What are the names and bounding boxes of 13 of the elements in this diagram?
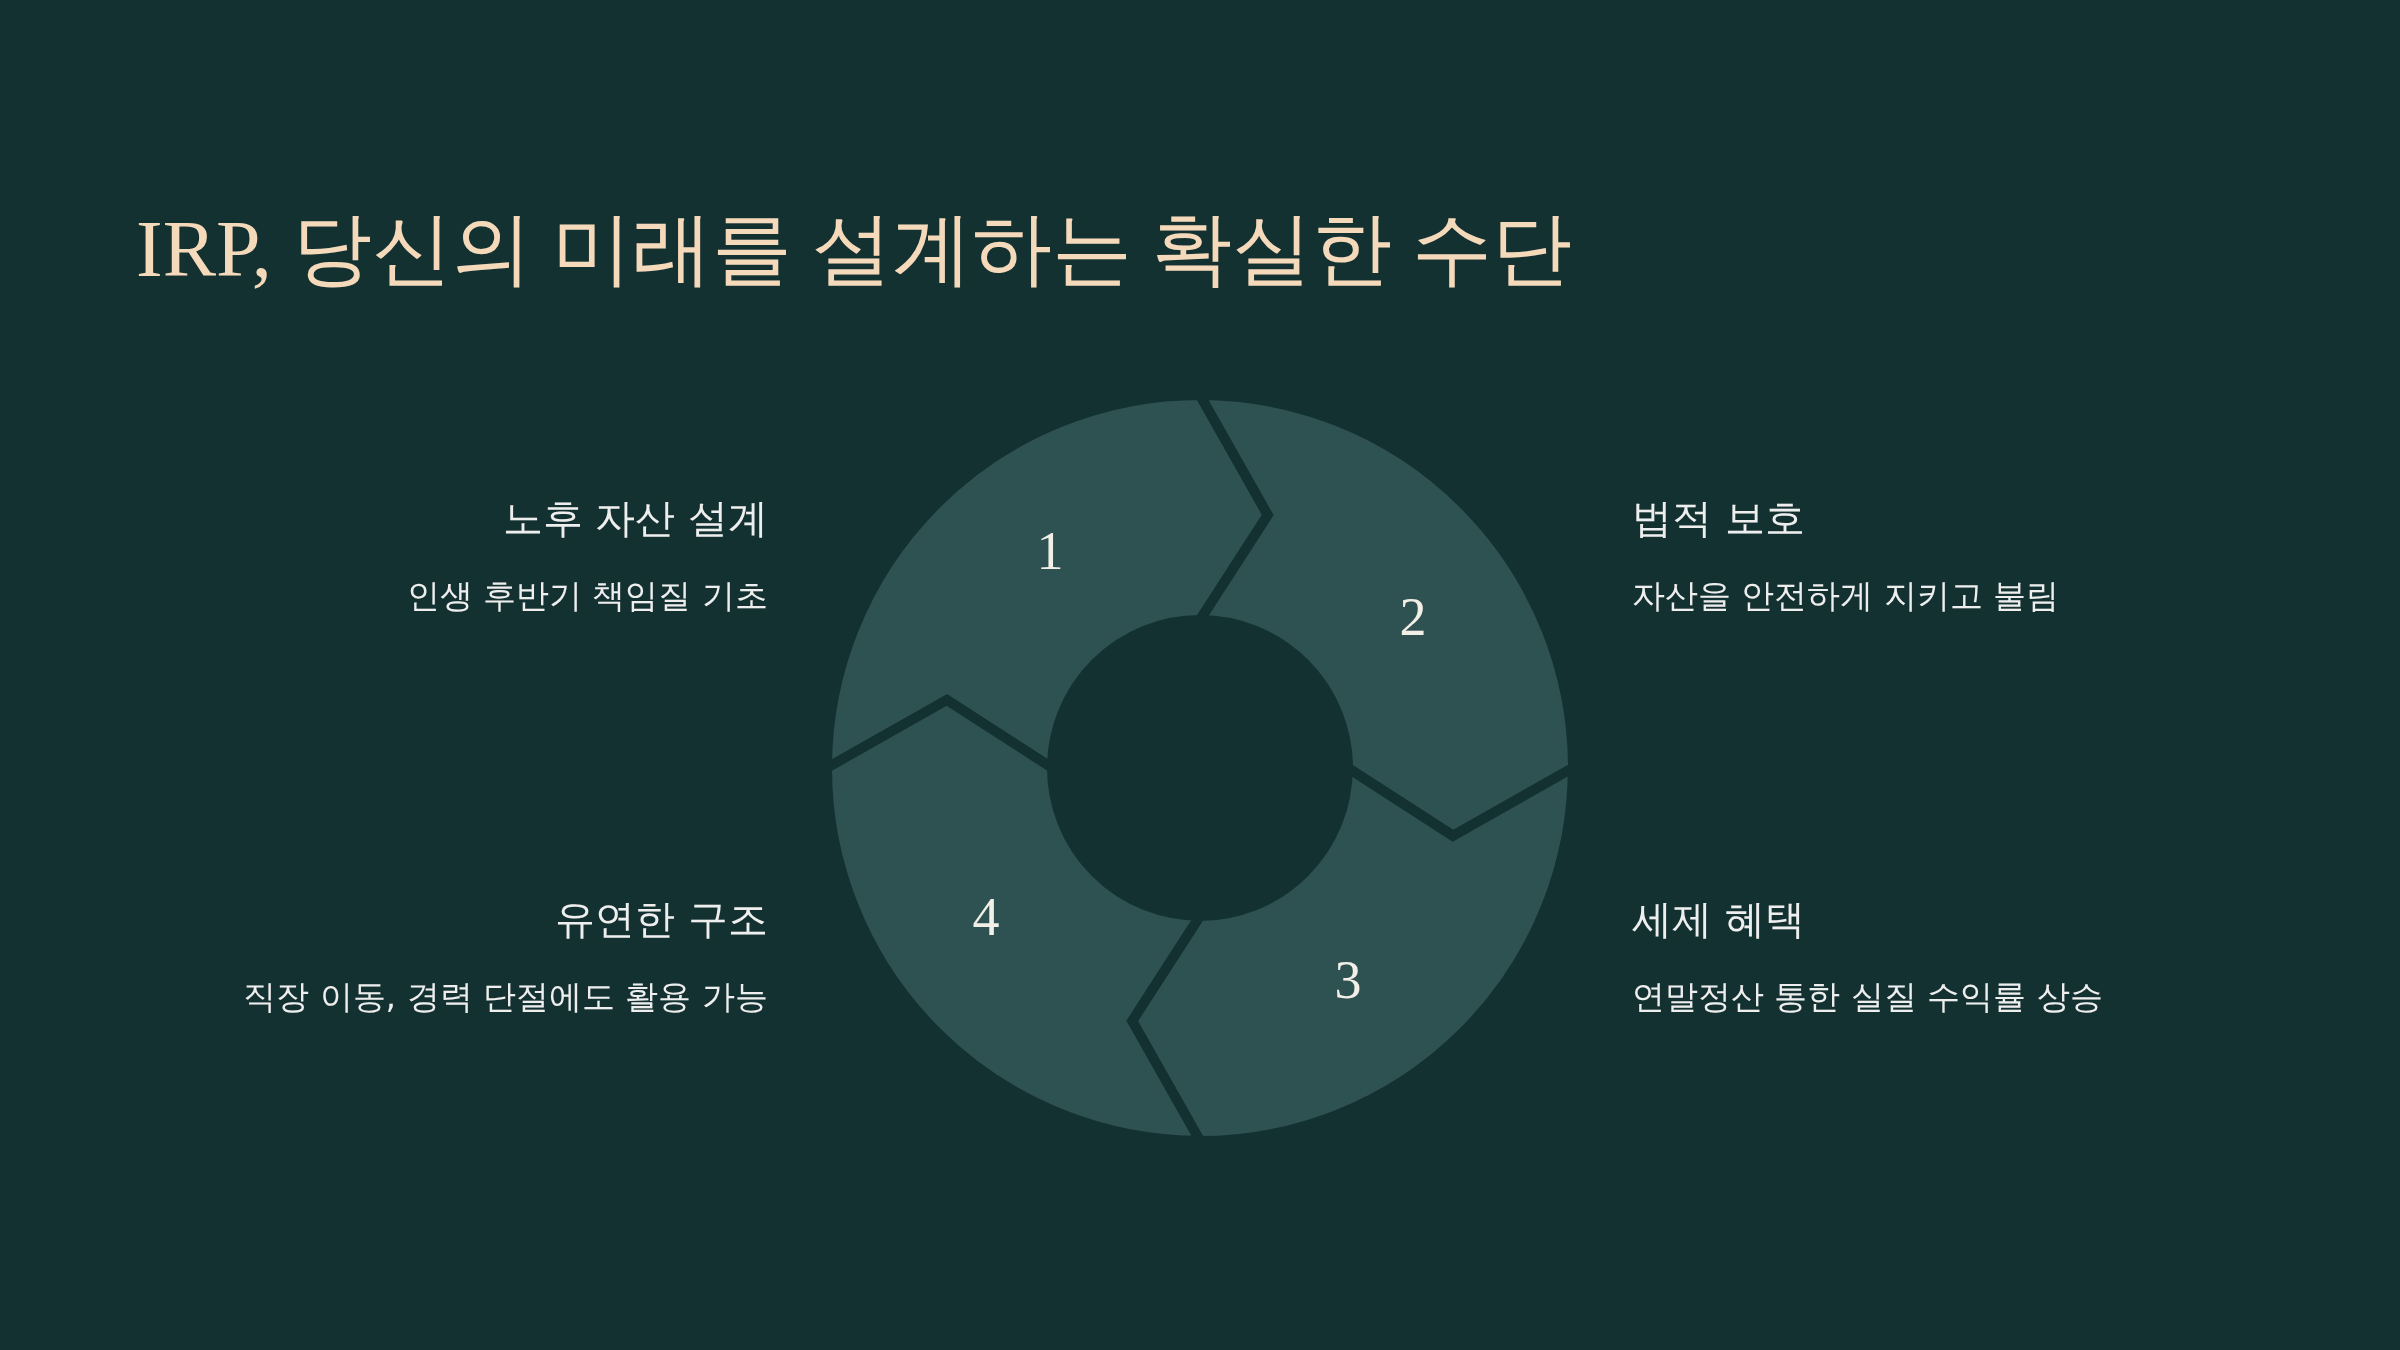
step-heading: 세제 혜택 <box>1632 895 1805 943</box>
step-heading: 법적 보호 <box>1632 494 1805 542</box>
step-number: 4 <box>972 890 1000 944</box>
title: IRP, 당신의 미래를 설계하는 확실한 수단 <box>136 205 1572 293</box>
step-heading: 노후 자산 설계 <box>502 494 768 542</box>
step-number: 2 <box>1399 590 1427 644</box>
step-number: 1 <box>1036 524 1064 578</box>
step-description: 자산을 안전하게 지키고 불림 <box>1632 576 2060 616</box>
step-description: 인생 후반기 책임질 기초 <box>406 576 768 616</box>
step-description: 연말정산 통한 실질 수익률 상승 <box>1632 977 2103 1017</box>
step-heading: 유연한 구조 <box>555 895 768 943</box>
step-number: 3 <box>1334 953 1362 1007</box>
step-description: 직장 이동, 경력 단절에도 활용 가능 <box>243 977 768 1017</box>
